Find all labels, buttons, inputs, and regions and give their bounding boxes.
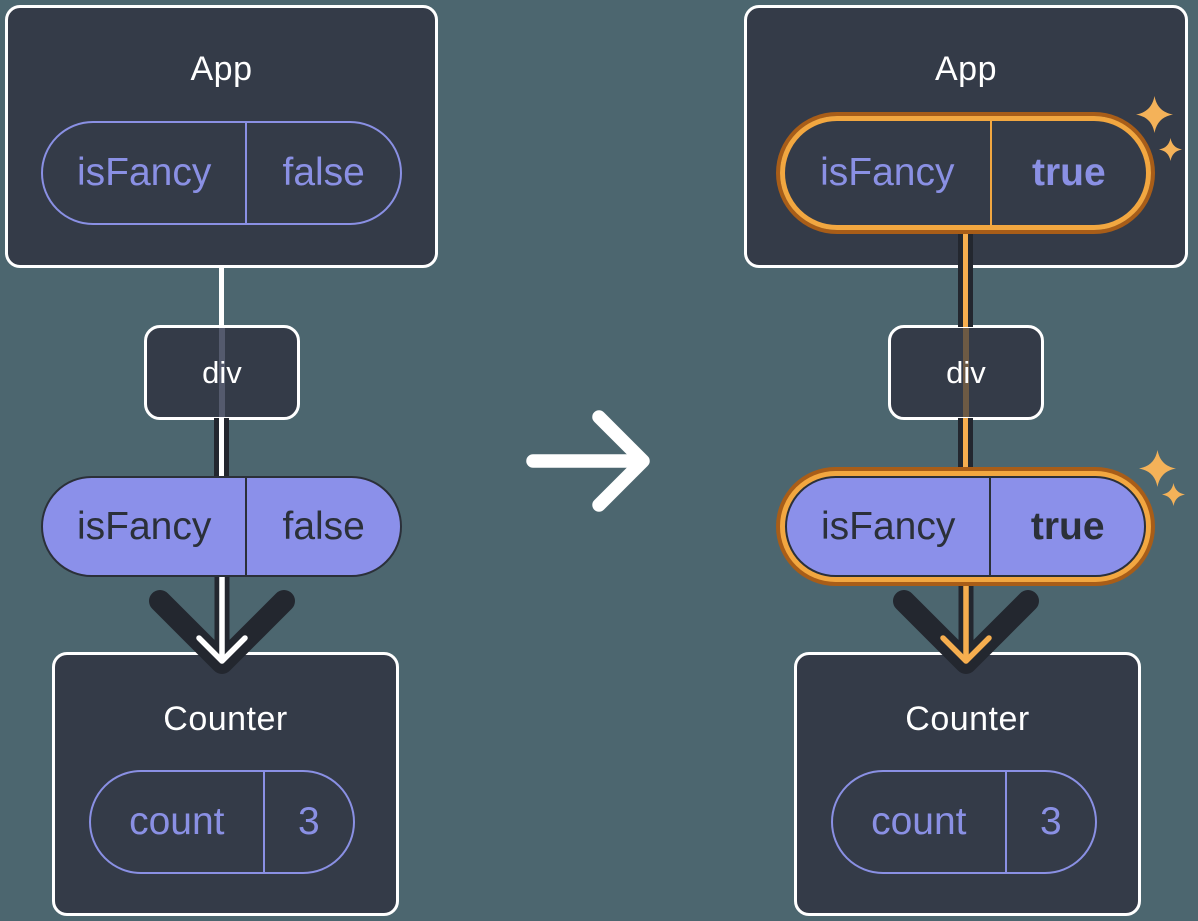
prop-pill: isFancy false <box>41 476 402 577</box>
prop-name-label: isFancy <box>787 478 992 575</box>
connector-core <box>963 418 968 478</box>
sparkle-icon <box>1136 96 1173 133</box>
app-to-div-connector <box>219 266 224 327</box>
counter-node-title: Counter <box>163 700 288 738</box>
sparkle-icon <box>1162 483 1185 506</box>
state-name-label: isFancy <box>43 123 248 223</box>
transition-arrow-icon <box>526 410 650 512</box>
div-node: div <box>888 325 1044 420</box>
div-to-prop-connector <box>958 418 973 478</box>
counter-node-title: Counter <box>905 700 1030 738</box>
counter-state-pill: count 3 <box>89 770 355 874</box>
counter-state-pill: count 3 <box>831 770 1097 874</box>
sparkle-icon <box>1139 450 1176 487</box>
state-value-label: 3 <box>297 800 320 843</box>
app-to-div-connector <box>958 230 973 327</box>
app-state-pill-highlighted: isFancy true <box>780 116 1151 230</box>
connector-core <box>963 230 968 327</box>
prop-value-label: false <box>282 504 365 548</box>
app-state-pill: isFancy false <box>41 121 402 225</box>
connector-core <box>219 418 224 478</box>
state-value-label: false <box>282 151 365 194</box>
app-node-title: App <box>190 50 253 88</box>
state-name-label: count <box>91 772 265 872</box>
div-passthrough-stripe <box>963 328 969 417</box>
div-node-label: div <box>946 354 986 390</box>
prop-value-label: true <box>1030 504 1105 548</box>
app-node-title: App <box>935 50 997 88</box>
div-node: div <box>144 325 300 420</box>
div-passthrough-stripe <box>219 328 225 417</box>
prop-name-label: isFancy <box>43 478 248 575</box>
state-name-label: isFancy <box>785 121 992 225</box>
prop-down-arrow-icon <box>893 566 1039 674</box>
div-node-label: div <box>202 354 242 390</box>
prop-down-arrow-icon <box>149 566 295 674</box>
state-value-label: 3 <box>1039 800 1062 843</box>
sparkle-icon <box>1159 138 1182 161</box>
state-name-label: count <box>833 772 1007 872</box>
prop-pill-highlighted: isFancy true <box>785 476 1146 577</box>
div-to-prop-connector <box>214 418 229 478</box>
state-value-label: true <box>1031 151 1106 194</box>
